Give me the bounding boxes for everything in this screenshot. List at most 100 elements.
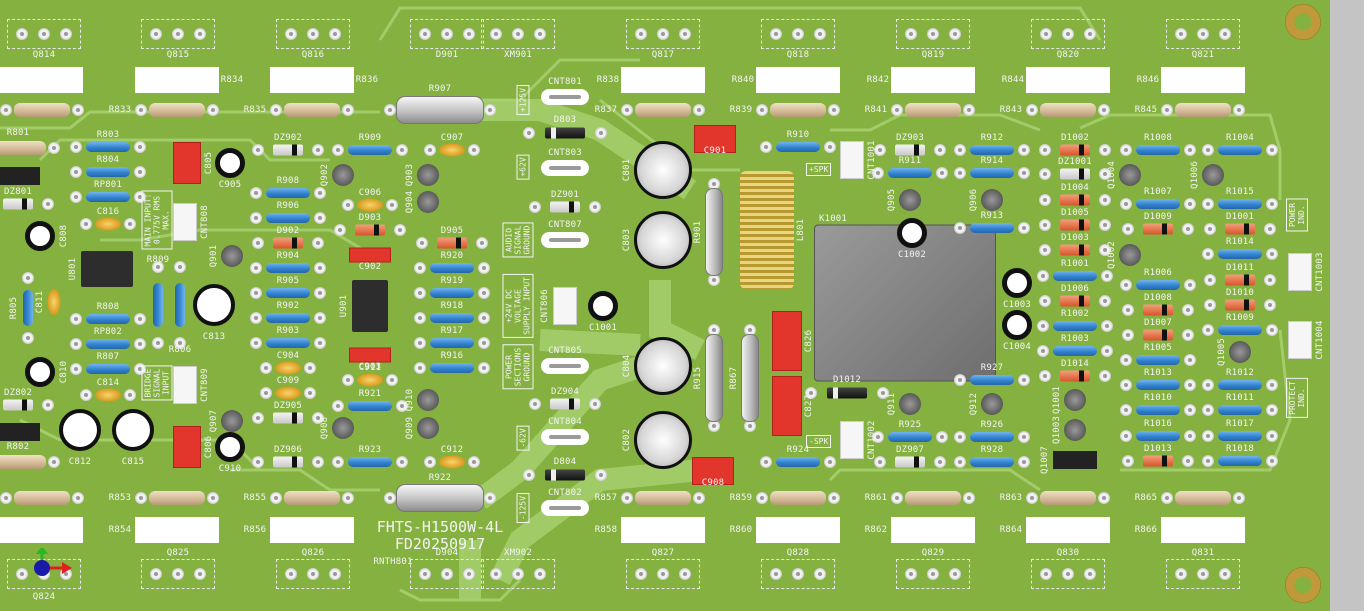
zener-diode-dz904 (550, 398, 580, 410)
designator-cnt804: CNT804 (548, 417, 582, 427)
electrolytic-cap-c1003 (1002, 268, 1032, 298)
resistor-r801 (0, 141, 46, 155)
solder-pad (1184, 379, 1196, 391)
designator-c806: C806 (204, 435, 214, 459)
solder-pad (877, 387, 889, 399)
designator-xm901: XM901 (503, 50, 533, 60)
solder-pad (174, 261, 186, 273)
solder-pad (1018, 222, 1030, 234)
solder-pad (1266, 404, 1278, 416)
designator-r909: R909 (358, 133, 382, 143)
solder-pad (621, 492, 633, 504)
solder-pad (22, 272, 34, 284)
heatsink-pad (621, 517, 705, 543)
designator-d1010: D1010 (1225, 288, 1255, 298)
solder-pad (1266, 198, 1278, 210)
resistor-rb (284, 103, 340, 117)
solder-pad (1184, 354, 1196, 366)
solder-pad (1099, 219, 1111, 231)
designator-k1001: K1001 (818, 214, 848, 224)
resistor-r805 (23, 290, 33, 326)
designator-dz906: DZ906 (273, 445, 303, 455)
solder-pad (589, 398, 601, 410)
solder-pad (124, 389, 136, 401)
resistor-r806 (175, 283, 185, 327)
solder-pad (1099, 295, 1111, 307)
diode-d1009 (1143, 223, 1173, 235)
designator-r846: R846 (1136, 75, 1160, 85)
capacitor-c907 (439, 143, 465, 157)
footprint-d901 (410, 19, 484, 49)
resistor-r917 (430, 338, 474, 348)
solder-pad (1120, 354, 1132, 366)
solder-pad (1120, 198, 1132, 210)
designator-cnt1004: CNT1004 (1315, 320, 1325, 360)
resistor-r808 (86, 314, 130, 324)
solder-pad (529, 398, 541, 410)
solder-pad (1184, 404, 1196, 416)
designator-q906: Q906 (969, 188, 979, 212)
solder-pad (252, 144, 264, 156)
heatsink-pad (0, 517, 83, 543)
solder-pad (1098, 104, 1110, 116)
solder-pad (312, 237, 324, 249)
designator-r864: R864 (999, 525, 1023, 535)
designator-l801: L801 (796, 218, 806, 242)
designator-q831: Q831 (1191, 548, 1215, 558)
relay-k1001 (814, 224, 996, 382)
designator-r1016: R1016 (1143, 419, 1173, 429)
footprint-xm901 (481, 19, 555, 49)
capacitor-c816 (95, 217, 121, 231)
solder-pad (484, 104, 496, 116)
designator-c802: C802 (622, 428, 632, 452)
smd-capacitor-c827 (772, 376, 802, 436)
solder-pad (770, 568, 782, 580)
heatsink-pad (756, 517, 840, 543)
resistor-r803 (86, 142, 130, 152)
designator-r857: R857 (594, 493, 618, 503)
designator-cnt1001: CNT1001 (867, 140, 877, 180)
designator-r918: R918 (440, 301, 464, 311)
solder-pad (468, 144, 480, 156)
solder-pad (1233, 492, 1245, 504)
component-body (0, 167, 40, 185)
diode-d1005 (1060, 219, 1090, 231)
diode-d1004 (1060, 194, 1090, 206)
solder-pad (172, 28, 184, 40)
solder-pad (1182, 223, 1194, 235)
resistor-r920 (430, 263, 474, 273)
designator-cnt808: CNT808 (200, 205, 210, 239)
solder-pad (1264, 223, 1276, 235)
solder-pad (490, 568, 502, 580)
smd-capacitor-c901 (694, 125, 736, 153)
solder-pad (312, 412, 324, 424)
solder-pad (595, 469, 607, 481)
solder-pad (1018, 374, 1030, 386)
designator-c1001: C1001 (588, 323, 618, 333)
resistor-r921 (348, 401, 392, 411)
resistor-r902 (266, 313, 310, 323)
designator-c826: C826 (804, 329, 814, 353)
resistor-rb (770, 103, 826, 117)
designator-r1001: R1001 (1060, 259, 1090, 269)
resistor-rb (1040, 491, 1096, 505)
transistor-q1001 (1064, 389, 1086, 411)
resistor-rp802 (86, 339, 130, 349)
designator-c912: C912 (440, 445, 464, 455)
solder-pad (312, 456, 324, 468)
solder-pad (70, 191, 82, 203)
solder-pad (386, 374, 398, 386)
solder-pad (441, 28, 453, 40)
transistor-q908 (332, 417, 354, 439)
smd-capacitor-c806 (173, 426, 201, 468)
designator-r904: R904 (276, 251, 300, 261)
solder-pad (1219, 568, 1231, 580)
heatsink-pad (1161, 67, 1245, 93)
designator-c801: C801 (622, 158, 632, 182)
solder-pad (16, 568, 28, 580)
designator-r913: R913 (980, 211, 1004, 221)
designator-cnt809: CNT809 (200, 368, 210, 402)
heatsink-pad (756, 67, 840, 93)
resistor-r1005 (1136, 355, 1180, 365)
solder-pad (657, 568, 669, 580)
